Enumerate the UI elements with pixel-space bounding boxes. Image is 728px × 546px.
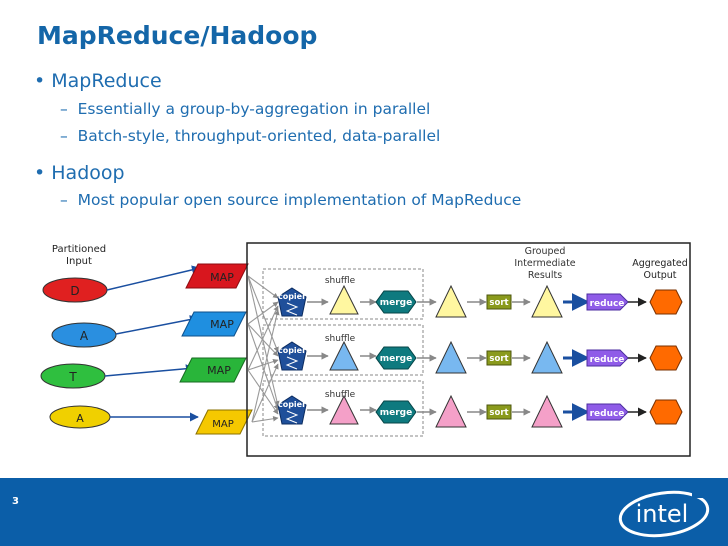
mapreduce-diagram: Partitioned Input D A T A MAP [40, 242, 691, 457]
sub-bullet-hadoop: – Most popular open source implementatio… [60, 191, 522, 209]
partitioned-input-label-2: Input [66, 256, 92, 267]
svg-text:MAP: MAP [207, 364, 231, 377]
input-partition-a2: A [49, 405, 111, 429]
copier-2: copier [277, 341, 307, 371]
svg-text:copier: copier [278, 346, 306, 355]
map-task-3: MAP [179, 357, 247, 383]
intel-logo: intel [618, 490, 710, 538]
svg-text:copier: copier [278, 292, 306, 301]
svg-text:merge: merge [380, 298, 412, 308]
reducer-frame [246, 242, 691, 457]
copier-3: copier [277, 395, 307, 425]
input-partition-a: A [51, 322, 117, 348]
footer-bar: 3 intel [0, 478, 728, 546]
reduce-pipeline-1: shuffle copier merge sort reduce [277, 276, 683, 318]
page-number: 3 [12, 496, 19, 507]
svg-text:intel: intel [636, 500, 689, 528]
svg-text:reduce: reduce [590, 355, 625, 365]
slide-title: MapReduce/Hadoop [37, 21, 318, 50]
bullet-hadoop: • Hadoop [34, 162, 125, 184]
svg-text:T: T [68, 370, 77, 384]
svg-text:shuffle: shuffle [325, 390, 356, 400]
svg-text:MAP: MAP [210, 318, 234, 331]
svg-text:reduce: reduce [590, 409, 625, 419]
partitioned-input-label: Partitioned [52, 244, 106, 255]
shuffle-box-3 [262, 380, 424, 437]
svg-text:merge: merge [380, 408, 412, 418]
svg-text:merge: merge [380, 354, 412, 364]
bullet-mapreduce: • MapReduce [34, 70, 162, 92]
grouped-results-label-2: Intermediate [514, 258, 575, 269]
svg-text:A: A [80, 329, 89, 343]
reduce-pipeline-2: shuffle copier merge sort reduce [277, 334, 683, 374]
svg-text:A: A [76, 412, 84, 425]
sub-bullet-group-by: – Essentially a group-by-aggregation in … [60, 100, 431, 118]
shuffle-box-2 [262, 324, 424, 376]
shuffle-box-1 [262, 268, 424, 320]
svg-text:MAP: MAP [212, 419, 234, 430]
svg-text:D: D [70, 284, 79, 298]
svg-text:shuffle: shuffle [325, 276, 356, 286]
map-task-2: MAP [181, 311, 247, 337]
copier-1: copier [277, 287, 307, 317]
svg-text:sort: sort [489, 354, 508, 364]
grouped-results-label: Grouped [525, 246, 566, 257]
aggregated-output-label-2: Output [644, 270, 677, 281]
svg-text:shuffle: shuffle [325, 334, 356, 344]
reduce-pipeline-3: shuffle copier merge sort reduce [277, 390, 683, 428]
svg-text:copier: copier [278, 400, 306, 409]
svg-text:sort: sort [489, 298, 508, 308]
map-task-1: MAP [185, 263, 249, 289]
sub-bullet-batch-style: – Batch-style, throughput-oriented, data… [60, 127, 441, 145]
svg-text:sort: sort [489, 408, 508, 418]
input-partition-d: D [42, 277, 108, 303]
input-partition-t: T [40, 363, 106, 389]
svg-text:reduce: reduce [590, 299, 625, 309]
aggregated-output-label: Aggregated [632, 258, 688, 269]
svg-text:MAP: MAP [210, 271, 234, 284]
map-task-4: MAP [195, 409, 253, 435]
grouped-results-label-3: Results [528, 270, 562, 281]
